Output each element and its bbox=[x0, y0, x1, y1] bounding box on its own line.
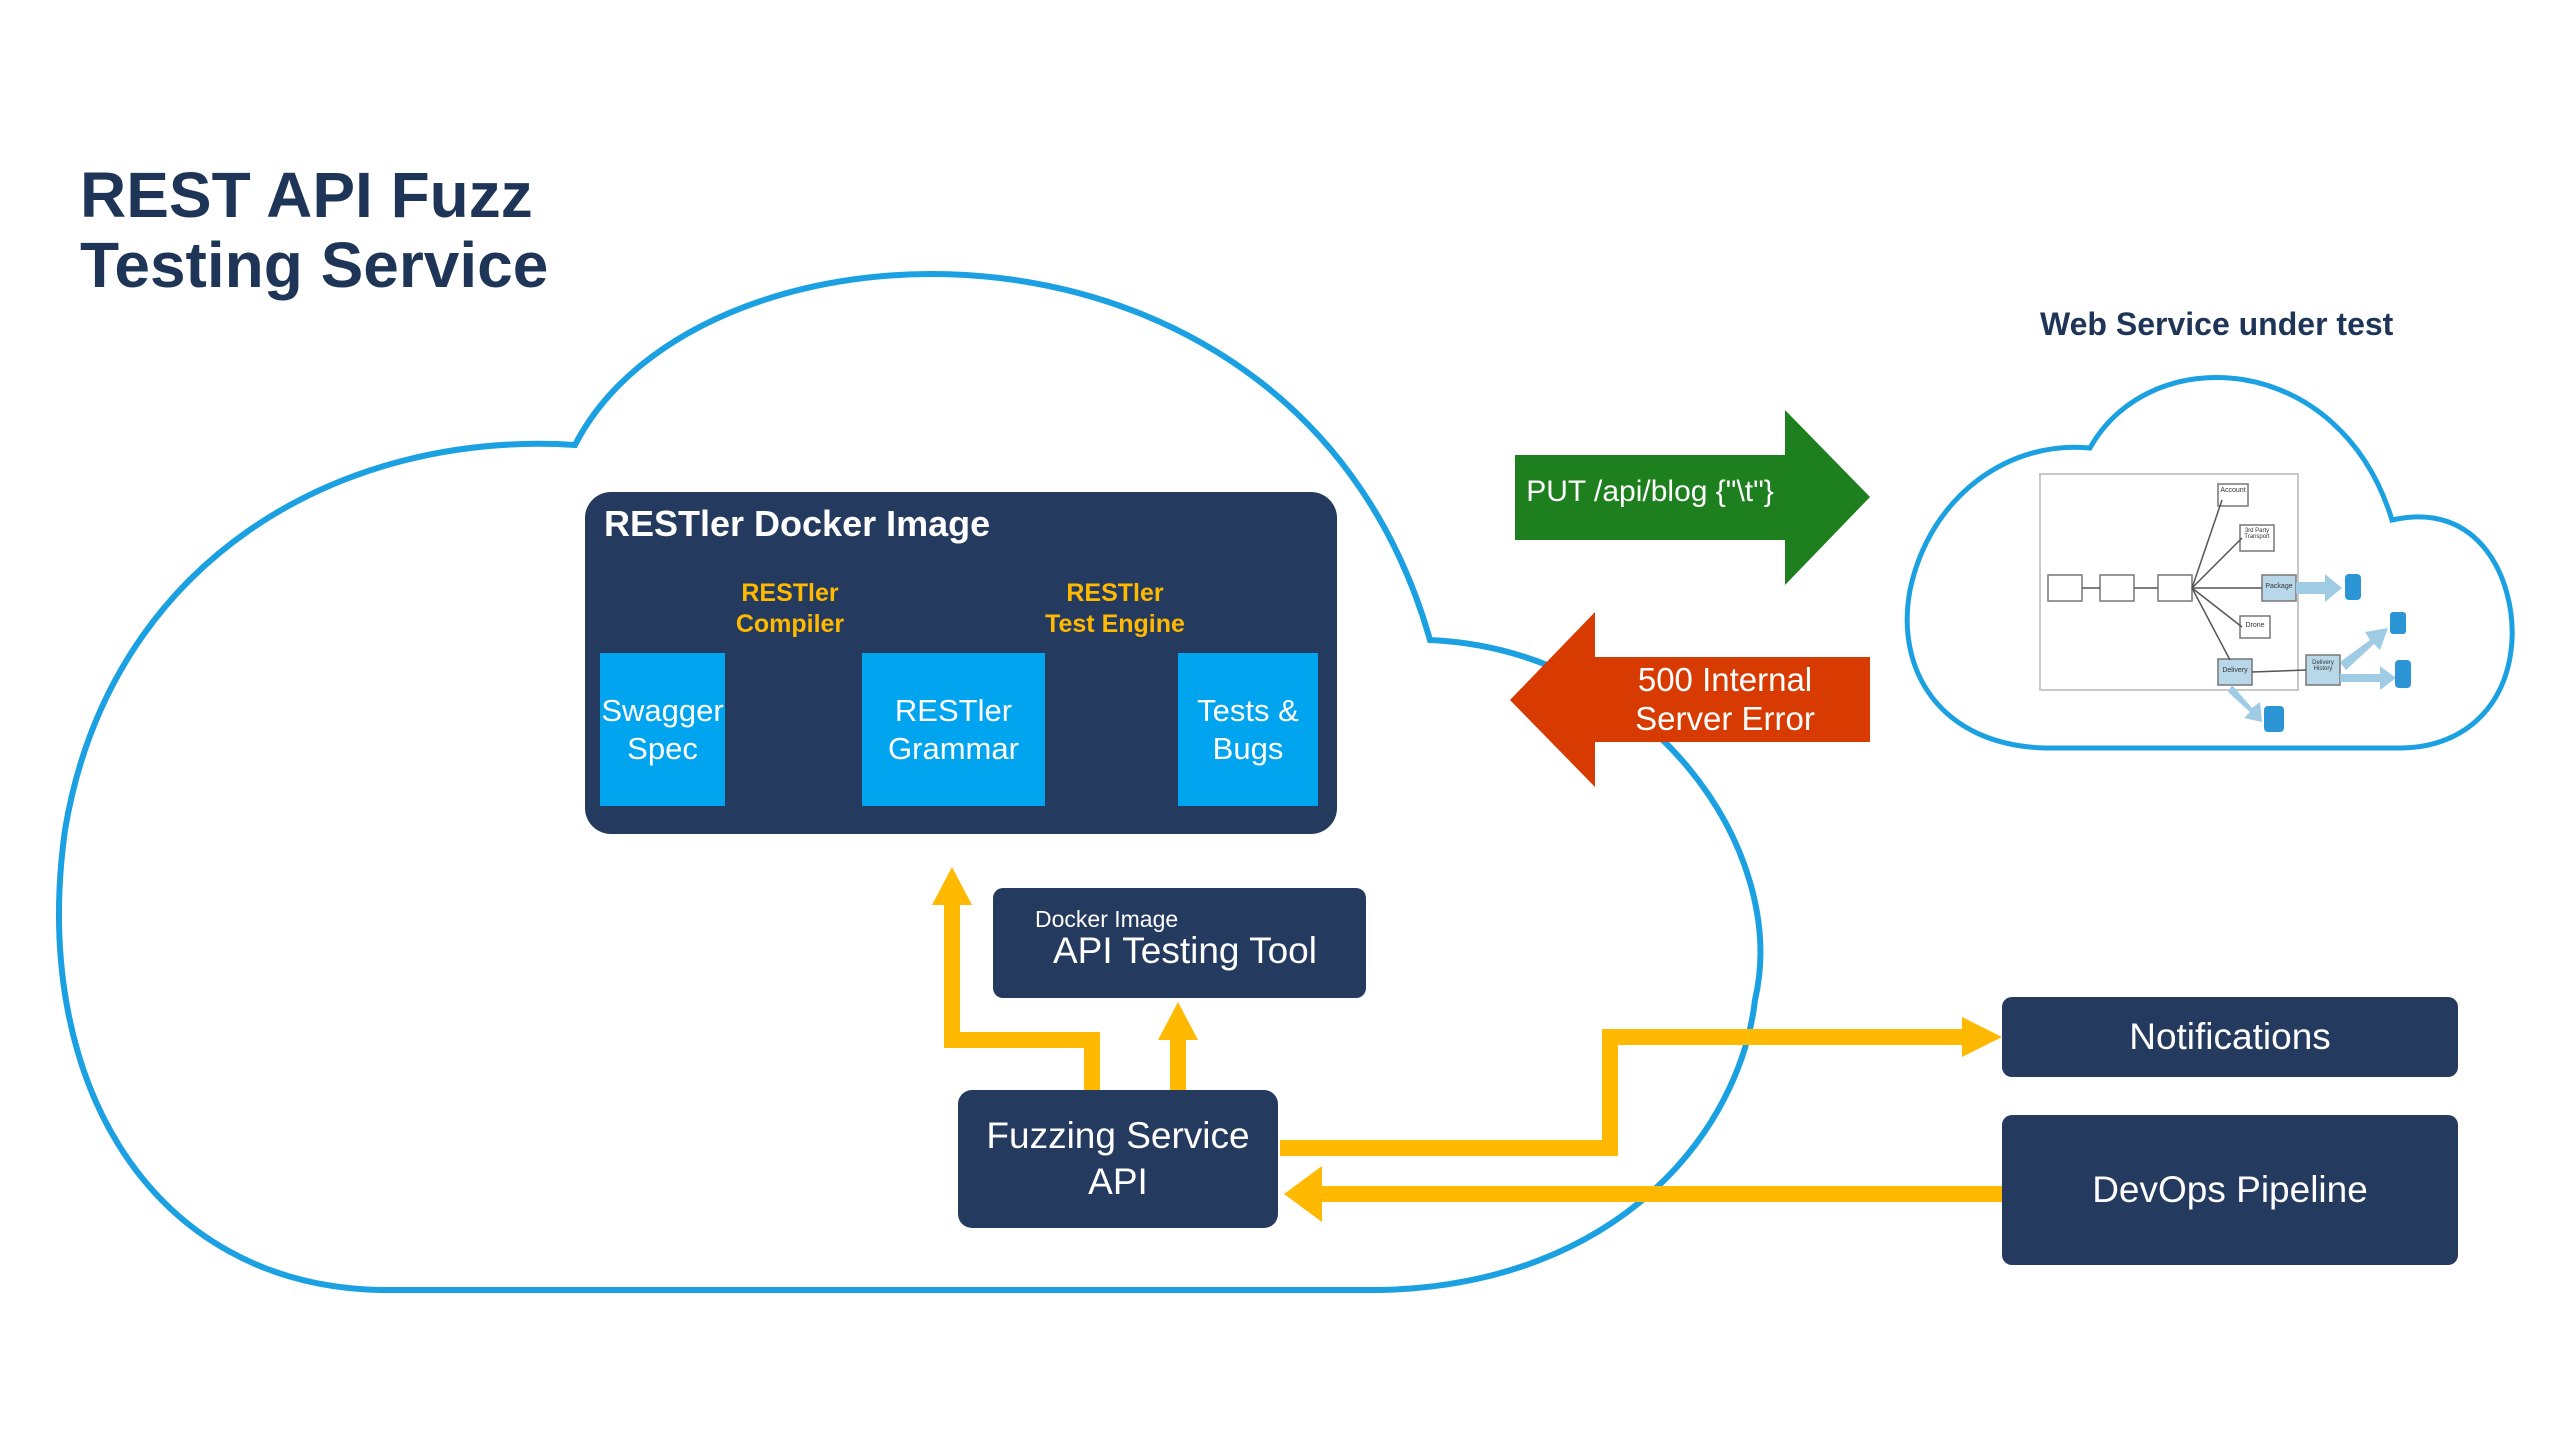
response-arrow-label: 500 Internal Server Error bbox=[1600, 660, 1850, 738]
swagger-line-1: Swagger bbox=[601, 692, 724, 728]
fuzzing-to-docker-arrow bbox=[944, 905, 1100, 1095]
docker-image-title: RESTler Docker Image bbox=[604, 503, 991, 544]
tests-bugs-box: Tests & Bugs bbox=[1178, 653, 1318, 806]
swagger-spec-box: Swagger Spec bbox=[600, 653, 725, 806]
title-line-2: Testing Service bbox=[80, 229, 549, 301]
compiler-label: RESTler Compiler bbox=[720, 578, 860, 640]
grammar-line-2: Grammar bbox=[888, 730, 1019, 766]
mini-node-drone: Drone bbox=[2245, 622, 2265, 629]
notifications-box: Notifications bbox=[2002, 997, 2458, 1077]
devops-pipeline-box: DevOps Pipeline bbox=[2002, 1115, 2458, 1265]
fuzzing-to-tool-arrow bbox=[1158, 1002, 1198, 1095]
response-arrow bbox=[1510, 612, 1870, 787]
response-line-1: 500 Internal bbox=[1637, 661, 1813, 698]
restler-grammar-box: RESTler Grammar bbox=[862, 653, 1045, 806]
fuzzing-to-notifications-arrow bbox=[1280, 1029, 1965, 1156]
notifications-arrowhead bbox=[1962, 1017, 2002, 1057]
tests-line-2: Bugs bbox=[1212, 730, 1284, 766]
page-title: REST API Fuzz Testing Service bbox=[80, 160, 548, 300]
fuzzing-api-line-2: API bbox=[1088, 1161, 1148, 1202]
compiler-label-line-1: RESTler bbox=[741, 579, 839, 607]
tests-line-1: Tests & bbox=[1197, 692, 1299, 728]
fuzzing-api-line-1: Fuzzing Service bbox=[986, 1115, 1250, 1156]
engine-label-line-1: RESTler bbox=[1066, 579, 1164, 607]
big-cloud-outline bbox=[56, 271, 1764, 1293]
api-testing-tool-caption: Docker Image bbox=[1035, 906, 1179, 932]
api-testing-tool-box: Docker Image API Testing Tool bbox=[993, 888, 1366, 998]
response-line-2: Server Error bbox=[1635, 700, 1815, 737]
mini-architecture-diagram bbox=[2039, 473, 2411, 732]
mini-node-delivery-history: Delivery History bbox=[2312, 660, 2334, 672]
grammar-line-1: RESTler bbox=[894, 692, 1013, 728]
mini-node-delivery: Delivery bbox=[2222, 667, 2248, 674]
mini-node-account: Account bbox=[2220, 487, 2246, 494]
fuzzing-to-docker-arrowhead bbox=[932, 867, 972, 905]
fuzzing-service-api-box: Fuzzing Service API bbox=[958, 1090, 1278, 1228]
mini-node-transport: 3rd Party Transport bbox=[2244, 528, 2270, 540]
compiler-label-line-2: Compiler bbox=[735, 610, 845, 638]
request-arrow bbox=[1515, 410, 1870, 585]
title-line-1: REST API Fuzz bbox=[80, 159, 533, 231]
mini-node-package: Package bbox=[2265, 583, 2293, 590]
devops-to-fuzzing-arrow bbox=[1284, 1166, 2006, 1222]
web-service-title: Web Service under test bbox=[2040, 306, 2394, 342]
request-arrow-label: PUT /api/blog {"\t"} bbox=[1526, 475, 1774, 508]
engine-label-line-2: Test Engine bbox=[1045, 610, 1185, 638]
api-testing-tool-label: API Testing Tool bbox=[1053, 930, 1317, 971]
swagger-line-2: Spec bbox=[627, 730, 698, 766]
test-engine-label: RESTler Test Engine bbox=[1030, 578, 1200, 640]
